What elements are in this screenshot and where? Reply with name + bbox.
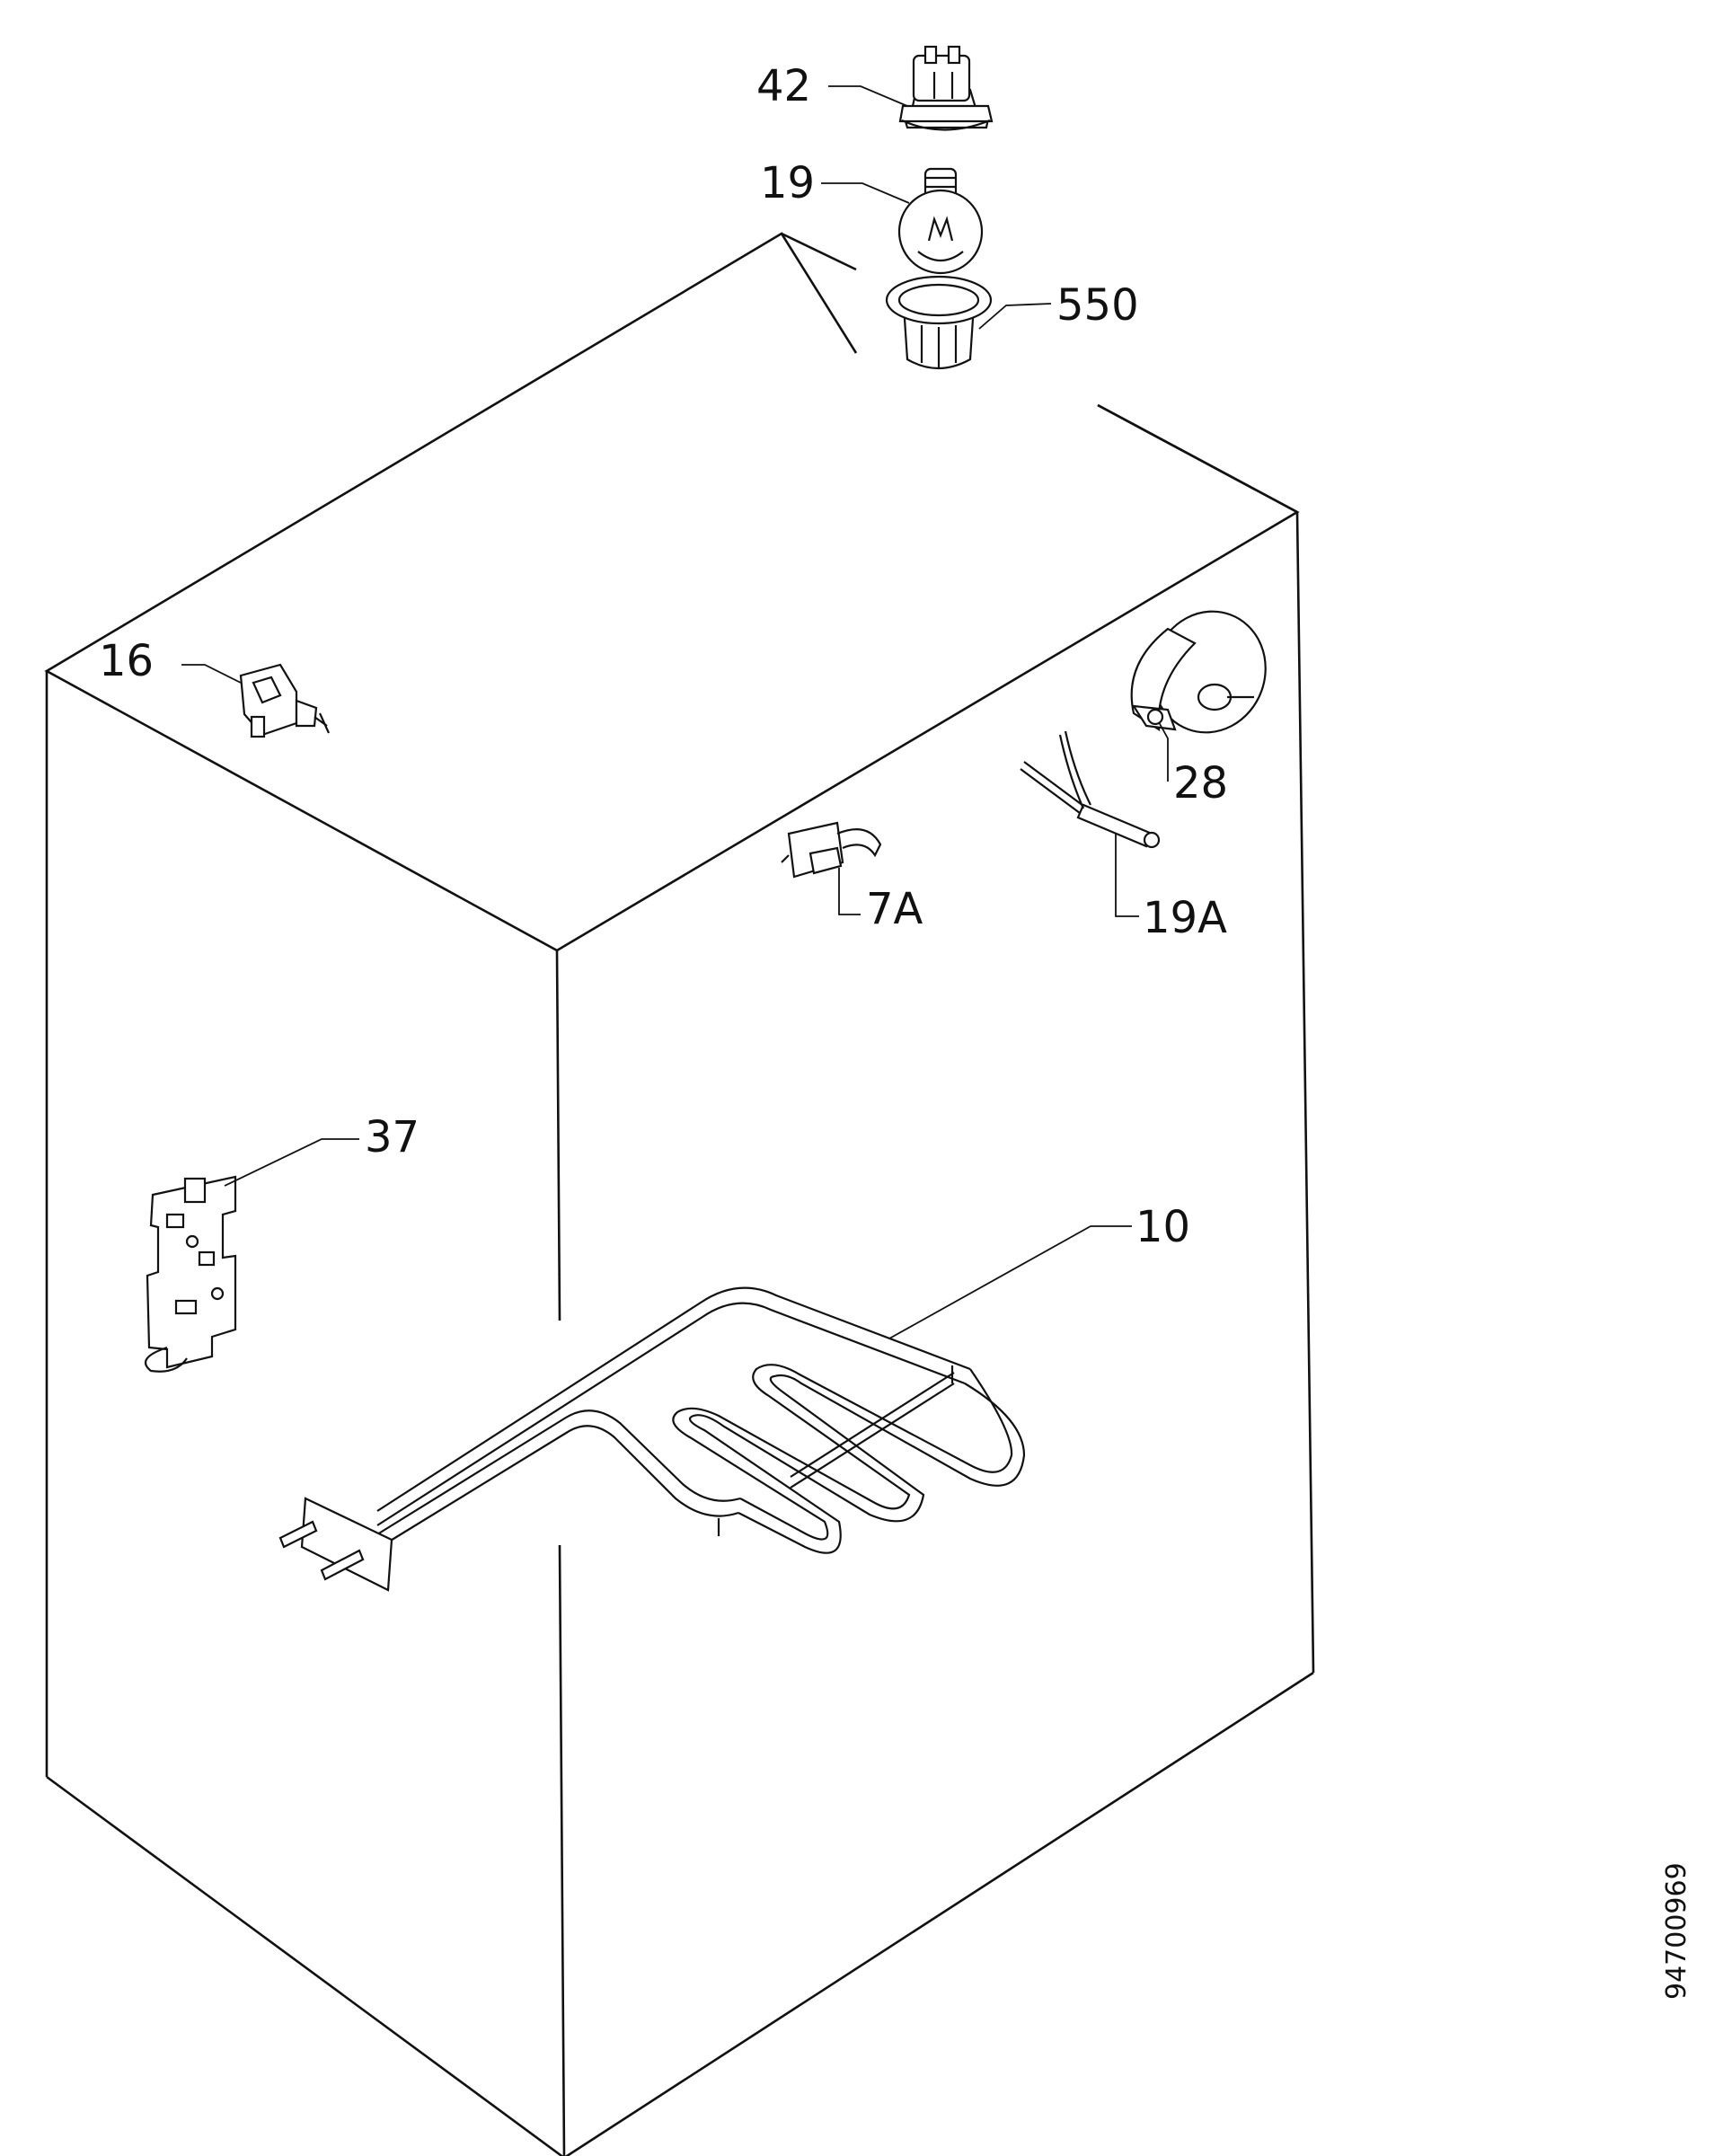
callout-label-42: 42	[756, 61, 811, 111]
callout-label-28: 28	[1173, 758, 1228, 808]
part-28-motor	[1130, 610, 1267, 734]
part-16-switch	[239, 663, 331, 738]
part-550-lens-cover	[885, 275, 993, 369]
callout-label-19a: 19A	[1143, 893, 1227, 943]
oven-cabinet-outline	[44, 232, 1315, 2156]
callout-label-10: 10	[1135, 1202, 1190, 1252]
callout-label-19: 19	[760, 158, 815, 208]
callout-label-16: 16	[99, 636, 154, 686]
callout-label-7a: 7A	[866, 884, 923, 934]
part-10-heating-element	[278, 1286, 1026, 1592]
part-19-bulb	[897, 167, 984, 275]
part-42-lamp-cap	[898, 45, 994, 131]
part-37-terminal-block	[144, 1175, 237, 1373]
leader-lines	[181, 85, 1169, 1339]
callout-label-37: 37	[365, 1112, 420, 1162]
part-19a-probe	[1020, 730, 1161, 849]
callout-labels: 42 19 550 16 28 7A 19A 37 10	[99, 61, 1228, 1252]
callout-label-550: 550	[1056, 280, 1139, 331]
document-number: 94700969	[1661, 1862, 1692, 2000]
part-7a-microswitch	[781, 821, 882, 879]
